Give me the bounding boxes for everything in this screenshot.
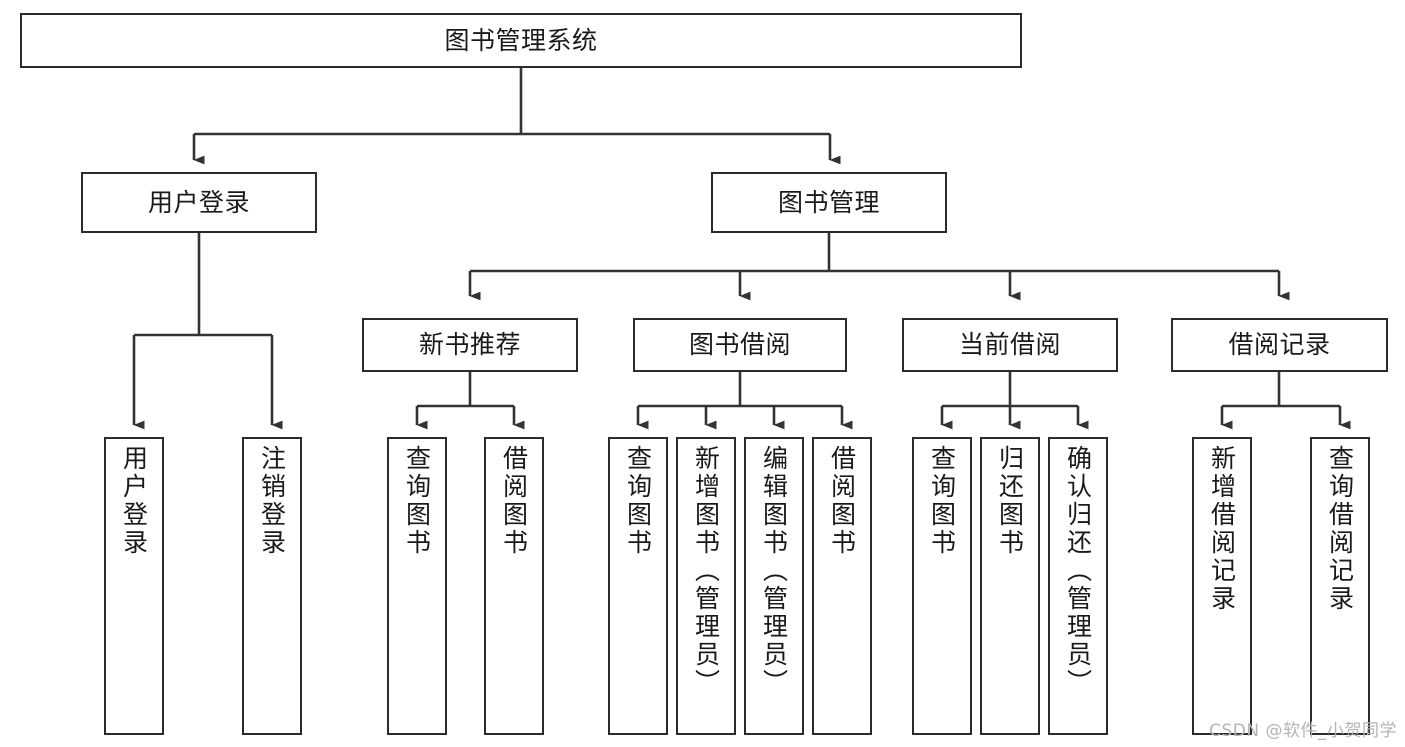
node-book-borrow-label: 图书借阅 — [688, 330, 791, 359]
node-leaf-borrow-book-1[interactable]: 借阅图书 — [484, 437, 544, 735]
node-leaf-borrow-book-2[interactable]: 借阅图书 — [812, 437, 872, 735]
node-leaf-edit-book-label: 编辑图书（管理员） — [759, 445, 789, 697]
node-leaf-return-book-label: 归还图书 — [995, 445, 1025, 557]
node-leaf-confirm-return[interactable]: 确认归还（管理员） — [1048, 437, 1108, 735]
node-leaf-add-record-label: 新增借阅记录 — [1207, 445, 1237, 613]
node-leaf-query-record-label: 查询借阅记录 — [1325, 445, 1355, 613]
node-leaf-query-book-3-label: 查询图书 — [927, 445, 957, 557]
node-book-management-label: 图书管理 — [777, 187, 880, 217]
node-book-management[interactable]: 图书管理 — [711, 172, 947, 233]
node-leaf-query-book-1-label: 查询图书 — [402, 445, 432, 557]
node-current-borrow[interactable]: 当前借阅 — [902, 318, 1118, 372]
node-leaf-user-login[interactable]: 用户登录 — [104, 437, 164, 735]
node-borrow-record-label: 借阅记录 — [1228, 330, 1331, 359]
node-leaf-add-book[interactable]: 新增图书（管理员） — [676, 437, 736, 735]
node-leaf-user-login-label: 用户登录 — [119, 445, 149, 557]
node-leaf-logout-login[interactable]: 注销登录 — [242, 437, 302, 735]
node-leaf-borrow-book-1-label: 借阅图书 — [499, 445, 529, 557]
node-root[interactable]: 图书管理系统 — [20, 13, 1022, 68]
node-leaf-add-book-label: 新增图书（管理员） — [691, 445, 721, 697]
node-leaf-query-book-2-label: 查询图书 — [623, 445, 653, 557]
node-leaf-query-record[interactable]: 查询借阅记录 — [1310, 437, 1370, 735]
node-user-login-label: 用户登录 — [147, 187, 250, 217]
node-leaf-return-book[interactable]: 归还图书 — [980, 437, 1040, 735]
node-borrow-record[interactable]: 借阅记录 — [1171, 318, 1388, 372]
node-leaf-edit-book[interactable]: 编辑图书（管理员） — [744, 437, 804, 735]
node-leaf-logout-login-label: 注销登录 — [257, 445, 287, 557]
node-new-book-recommend-label: 新书推荐 — [418, 330, 521, 359]
node-root-label: 图书管理系统 — [444, 25, 598, 55]
node-book-borrow[interactable]: 图书借阅 — [633, 318, 847, 372]
node-leaf-borrow-book-2-label: 借阅图书 — [827, 445, 857, 557]
node-leaf-add-record[interactable]: 新增借阅记录 — [1192, 437, 1252, 735]
node-leaf-confirm-return-label: 确认归还（管理员） — [1063, 445, 1093, 697]
node-leaf-query-book-3[interactable]: 查询图书 — [912, 437, 972, 735]
node-leaf-query-book-2[interactable]: 查询图书 — [608, 437, 668, 735]
node-current-borrow-label: 当前借阅 — [958, 330, 1061, 359]
node-new-book-recommend[interactable]: 新书推荐 — [362, 318, 578, 372]
node-leaf-query-book-1[interactable]: 查询图书 — [387, 437, 447, 735]
node-user-login[interactable]: 用户登录 — [81, 172, 317, 233]
